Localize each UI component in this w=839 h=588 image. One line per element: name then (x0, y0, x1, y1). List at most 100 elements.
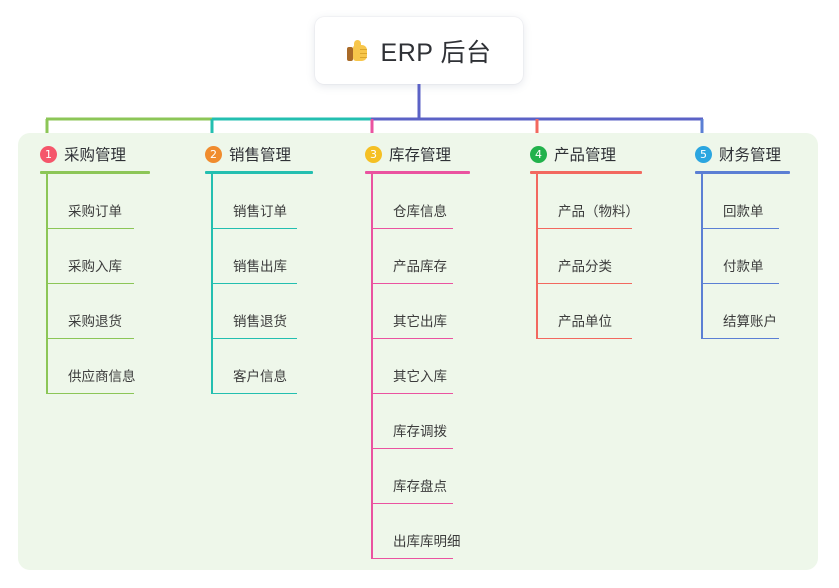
leaf-item[interactable]: 付款单 (695, 229, 790, 284)
leaf-item[interactable]: 供应商信息 (40, 339, 150, 394)
leaf-item[interactable]: 其它出库 (365, 284, 470, 339)
leaf-item[interactable]: 回款单 (695, 174, 790, 229)
leaf-item-label: 出库库明细 (393, 534, 461, 549)
leaf-item-underline (46, 392, 134, 394)
leaf-item[interactable]: 客户信息 (205, 339, 313, 394)
leaf-item-label: 付款单 (723, 259, 764, 274)
leaf-item-underline (371, 282, 453, 284)
column-spine-5 (701, 174, 703, 339)
column-items-3: 仓库信息产品库存其它出库其它入库库存调拨库存盘点出库库明细 (365, 174, 470, 559)
column-underline-5 (695, 171, 790, 174)
leaf-item[interactable]: 产品（物料） (530, 174, 642, 229)
thumbs-up-icon (346, 39, 370, 62)
column-spine-1 (46, 174, 48, 394)
leaf-item-label: 产品（物料） (558, 204, 639, 219)
leaf-item-label: 产品分类 (558, 259, 612, 274)
leaf-item-label: 库存盘点 (393, 479, 447, 494)
leaf-item-label: 销售订单 (233, 204, 287, 219)
leaf-item[interactable]: 出库库明细 (365, 504, 470, 559)
leaf-item-underline (211, 337, 297, 339)
leaf-item-underline (211, 392, 297, 394)
column-spine-2 (211, 174, 213, 394)
leaf-item-underline (46, 282, 134, 284)
leaf-item-label: 采购退货 (68, 314, 122, 329)
column-header-5[interactable]: 5 财务管理 (695, 143, 790, 165)
leaf-item-underline (371, 502, 453, 504)
leaf-item-label: 产品库存 (393, 259, 447, 274)
leaf-item-underline (371, 337, 453, 339)
leaf-item-underline (46, 337, 134, 339)
leaf-item-label: 产品单位 (558, 314, 612, 329)
column-2: 2 销售管理销售订单销售出库销售退货客户信息 (205, 143, 313, 394)
column-title-2: 销售管理 (229, 147, 292, 164)
column-3: 3 库存管理仓库信息产品库存其它出库其它入库库存调拨库存盘点出库库明细 (365, 143, 470, 559)
leaf-item[interactable]: 仓库信息 (365, 174, 470, 229)
column-title-3: 库存管理 (389, 147, 452, 164)
column-badge-2: 2 (205, 145, 222, 163)
leaf-item-label: 销售退货 (233, 314, 287, 329)
column-items-1: 采购订单采购入库采购退货供应商信息 (40, 174, 150, 394)
column-underline-1 (40, 171, 150, 174)
leaf-item[interactable]: 采购订单 (40, 174, 150, 229)
column-1: 1 采购管理采购订单采购入库采购退货供应商信息 (40, 143, 150, 394)
leaf-item-label: 销售出库 (233, 259, 287, 274)
leaf-item[interactable]: 结算账户 (695, 284, 790, 339)
root-node-content: ERP 后台 (346, 33, 492, 69)
column-header-1[interactable]: 1 采购管理 (40, 143, 150, 165)
leaf-item[interactable]: 产品库存 (365, 229, 470, 284)
leaf-item-label: 采购订单 (68, 204, 122, 219)
leaf-item-underline (701, 227, 779, 229)
column-items-4: 产品（物料） 产品分类产品单位 (530, 174, 642, 339)
leaf-item[interactable]: 销售出库 (205, 229, 313, 284)
leaf-item-underline (211, 282, 297, 284)
leaf-item-label: 仓库信息 (393, 204, 447, 219)
leaf-item[interactable]: 采购退货 (40, 284, 150, 339)
leaf-item[interactable]: 产品分类 (530, 229, 642, 284)
leaf-item-underline (536, 337, 632, 339)
leaf-item[interactable]: 库存调拨 (365, 394, 470, 449)
root-node-title: ERP 后台 (380, 38, 492, 67)
leaf-item-label: 其它入库 (393, 369, 447, 384)
column-underline-2 (205, 171, 313, 174)
leaf-item-label: 回款单 (723, 204, 764, 219)
leaf-item[interactable]: 销售订单 (205, 174, 313, 229)
leaf-item[interactable]: 产品单位 (530, 284, 642, 339)
column-5: 5 财务管理回款单付款单结算账户 (695, 143, 790, 339)
leaf-item-underline (536, 227, 632, 229)
column-badge-4: 4 (530, 145, 547, 163)
root-node-card[interactable]: ERP 后台 (315, 17, 523, 84)
column-underline-4 (530, 171, 642, 174)
leaf-item-underline (371, 392, 453, 394)
leaf-item[interactable]: 销售退货 (205, 284, 313, 339)
column-header-2[interactable]: 2 销售管理 (205, 143, 313, 165)
leaf-item-label: 采购入库 (68, 259, 122, 274)
column-title-5: 财务管理 (719, 147, 782, 164)
leaf-item-underline (701, 282, 779, 284)
leaf-item-underline (211, 227, 297, 229)
leaf-item-underline (701, 337, 779, 339)
column-items-2: 销售订单销售出库销售退货客户信息 (205, 174, 313, 394)
leaf-item-underline (371, 227, 453, 229)
leaf-item[interactable]: 采购入库 (40, 229, 150, 284)
column-spine-4 (536, 174, 538, 339)
leaf-item-label: 供应商信息 (68, 369, 136, 384)
column-title-1: 采购管理 (64, 147, 127, 164)
column-badge-5: 5 (695, 145, 712, 163)
column-items-5: 回款单付款单结算账户 (695, 174, 790, 339)
leaf-item-label: 结算账户 (723, 314, 777, 329)
leaf-item-underline (371, 557, 453, 559)
leaf-item[interactable]: 库存盘点 (365, 449, 470, 504)
leaf-item-label: 库存调拨 (393, 424, 447, 439)
column-underline-3 (365, 171, 470, 174)
column-spine-3 (371, 174, 373, 559)
leaf-item-label: 其它出库 (393, 314, 447, 329)
column-header-3[interactable]: 3 库存管理 (365, 143, 470, 165)
leaf-item-underline (46, 227, 134, 229)
leaf-item[interactable]: 其它入库 (365, 339, 470, 394)
column-badge-1: 1 (40, 145, 57, 163)
column-badge-3: 3 (365, 145, 382, 163)
leaf-item-underline (371, 447, 453, 449)
diagram-panel (18, 133, 818, 570)
